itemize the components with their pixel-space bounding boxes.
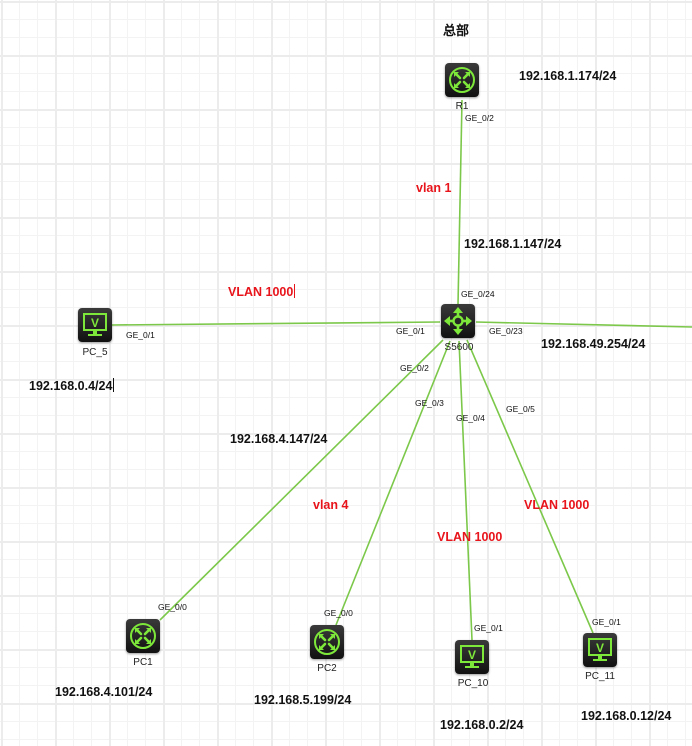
device-r1[interactable]	[445, 63, 479, 97]
port-label-s5600-ge024: GE_0/24	[461, 289, 495, 299]
link-s5600-offscreen[interactable]	[475, 321, 692, 328]
port-label-s5600-ge02: GE_0/2	[400, 363, 429, 373]
text-cursor	[113, 378, 115, 392]
device-pc11[interactable]: V	[583, 633, 617, 667]
port-label-s5600-ge03: GE_0/3	[415, 398, 444, 408]
ip-label-s5600-uplink[interactable]: 192.168.1.147/24	[464, 237, 562, 251]
port-label-pc1-ge00: GE_0/0	[158, 602, 187, 612]
ip-label-s5600-vlan4[interactable]: 192.168.4.147/24	[230, 432, 328, 446]
link-s5600-pc1[interactable]	[159, 339, 444, 621]
device-label-s5600: S5600	[444, 342, 474, 353]
ip-label-pc10[interactable]: 192.168.0.2/24	[440, 718, 524, 732]
ip-label-r1[interactable]: 192.168.1.174/24	[519, 69, 617, 83]
port-label-pc5-ge01: GE_0/1	[126, 330, 155, 340]
vlan-label-pc10[interactable]: VLAN 1000	[437, 530, 503, 544]
port-label-s5600-ge05: GE_0/5	[506, 404, 535, 414]
vlan-label-pc5[interactable]: VLAN 1000	[228, 284, 296, 299]
switch-icon	[444, 307, 472, 335]
ip-label-pc5[interactable]: 192.168.0.4/24	[29, 378, 115, 393]
ip-label-s5600-ge023[interactable]: 192.168.49.254/24	[541, 337, 646, 351]
device-label-pc10: PC_10	[457, 678, 489, 689]
device-pc10[interactable]: V	[455, 640, 489, 674]
ip-label-pc1[interactable]: 192.168.4.101/24	[55, 685, 153, 699]
router-icon	[314, 629, 340, 655]
text-cursor	[294, 284, 296, 298]
device-s5600[interactable]	[441, 304, 475, 338]
device-label-pc2: PC2	[317, 663, 337, 674]
port-label-pc2-ge00: GE_0/0	[324, 608, 353, 618]
port-label-pc11-ge01: GE_0/1	[592, 617, 621, 627]
device-label-r1: R1	[455, 101, 469, 112]
ip-label-pc2[interactable]: 192.168.5.199/24	[254, 693, 352, 707]
device-pc5[interactable]: V	[78, 308, 112, 342]
link-r1-s5600[interactable]	[457, 99, 463, 306]
device-label-pc1: PC1	[133, 657, 153, 668]
ip-label-pc11[interactable]: 192.168.0.12/24	[581, 709, 672, 723]
port-label-r1-ge02: GE_0/2	[465, 113, 494, 123]
device-label-pc5: PC_5	[82, 347, 108, 358]
link-s5600-pc2[interactable]	[335, 340, 451, 626]
vlan-label-pc1-pc2[interactable]: vlan 4	[313, 498, 349, 512]
device-label-pc11: PC_11	[585, 671, 615, 682]
pc-monitor-icon: V	[588, 638, 612, 661]
vlan-label-pc5-text: VLAN 1000	[228, 285, 294, 299]
port-label-pc10-ge01: GE_0/1	[474, 623, 503, 633]
diagram-title: 总部	[443, 23, 470, 38]
svg-text:V: V	[468, 648, 476, 662]
vlan-label-uplink[interactable]: vlan 1	[416, 181, 452, 195]
device-pc1[interactable]	[126, 619, 160, 653]
pc-monitor-icon: V	[460, 645, 484, 668]
link-s5600-pc5[interactable]	[111, 321, 441, 326]
link-s5600-pc10[interactable]	[458, 340, 473, 641]
device-pc2[interactable]	[310, 625, 344, 659]
port-label-s5600-ge01: GE_0/1	[396, 326, 425, 336]
vlan-label-pc11[interactable]: VLAN 1000	[524, 498, 590, 512]
port-label-s5600-ge04: GE_0/4	[456, 413, 485, 423]
ip-label-pc5-text: 192.168.0.4/24	[29, 379, 113, 393]
pc-monitor-icon: V	[83, 313, 107, 336]
svg-text:V: V	[596, 641, 604, 655]
router-icon	[449, 67, 475, 93]
port-label-s5600-ge023: GE_0/23	[489, 326, 523, 336]
svg-text:V: V	[91, 316, 99, 330]
router-icon	[130, 623, 156, 649]
link-s5600-pc11[interactable]	[466, 339, 594, 634]
